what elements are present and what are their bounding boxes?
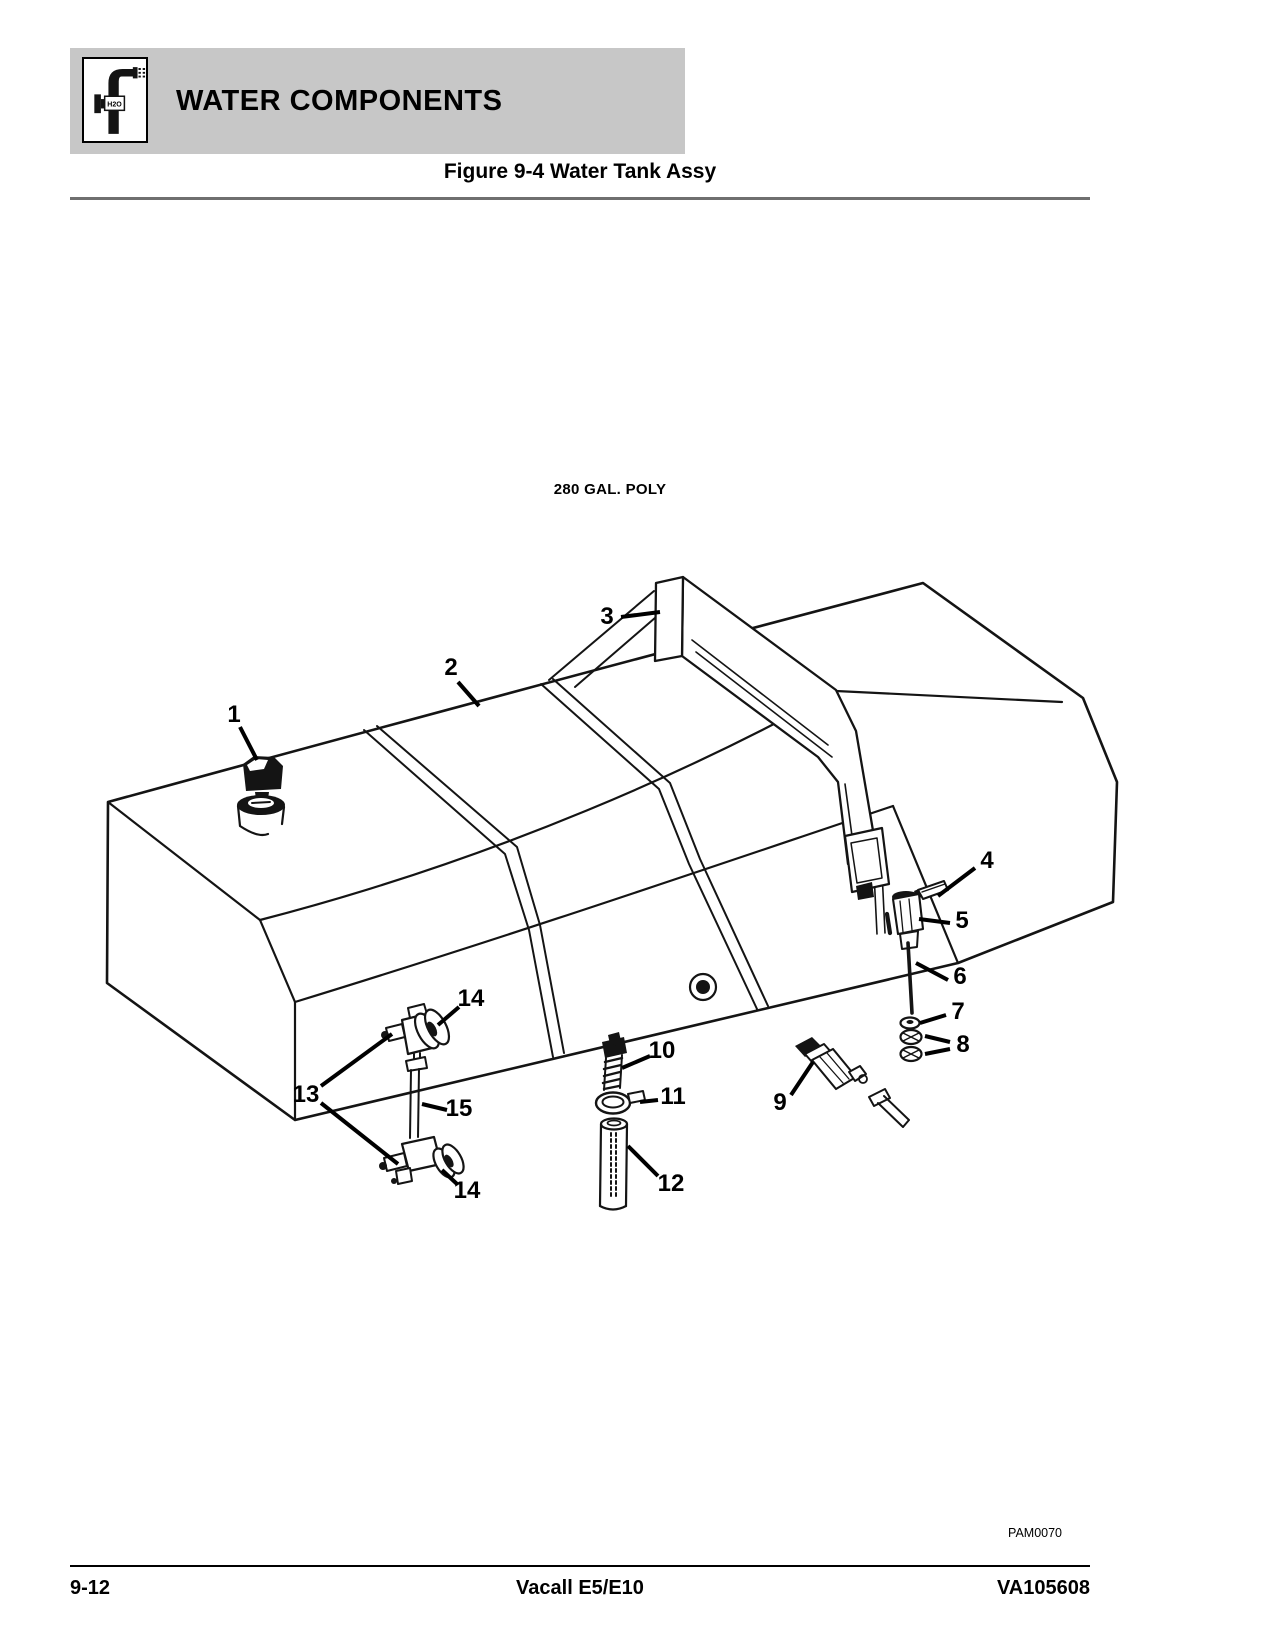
figure-title: Figure 9-4 Water Tank Assy [443, 160, 717, 183]
strap-hardware [884, 880, 949, 1063]
hold-down-strap [548, 575, 891, 935]
footer-doc-number: VA105608 [996, 1577, 1090, 1599]
footer-page-number: 9-12 [70, 1577, 111, 1599]
hose [598, 1117, 629, 1211]
nozzle-assembly [795, 1037, 910, 1128]
leader-lines [238, 610, 977, 1186]
water-faucet-icon: H2O [82, 57, 148, 143]
drawing-code: PAM0070 [1008, 1526, 1062, 1540]
section-banner: H2O WATER COMPONENTS [70, 48, 685, 154]
bottom-rule [70, 1565, 1090, 1567]
drain-valve-assembly [379, 1003, 465, 1185]
page-title: WATER COMPONENTS [176, 84, 503, 117]
hose-clamp [594, 1090, 646, 1115]
top-rule [70, 197, 1090, 200]
tank-seam-lines [363, 678, 769, 1058]
fill-fitting [601, 1032, 627, 1091]
footer-model: Vacall E5/E10 [516, 1577, 644, 1599]
svg-text:H2O: H2O [107, 102, 122, 109]
filler-cap [236, 756, 286, 837]
faucet-glyph: H2O [94, 67, 146, 134]
tank-capacity-label: 280 GAL. POLY [553, 481, 667, 498]
front-port [688, 972, 718, 1002]
